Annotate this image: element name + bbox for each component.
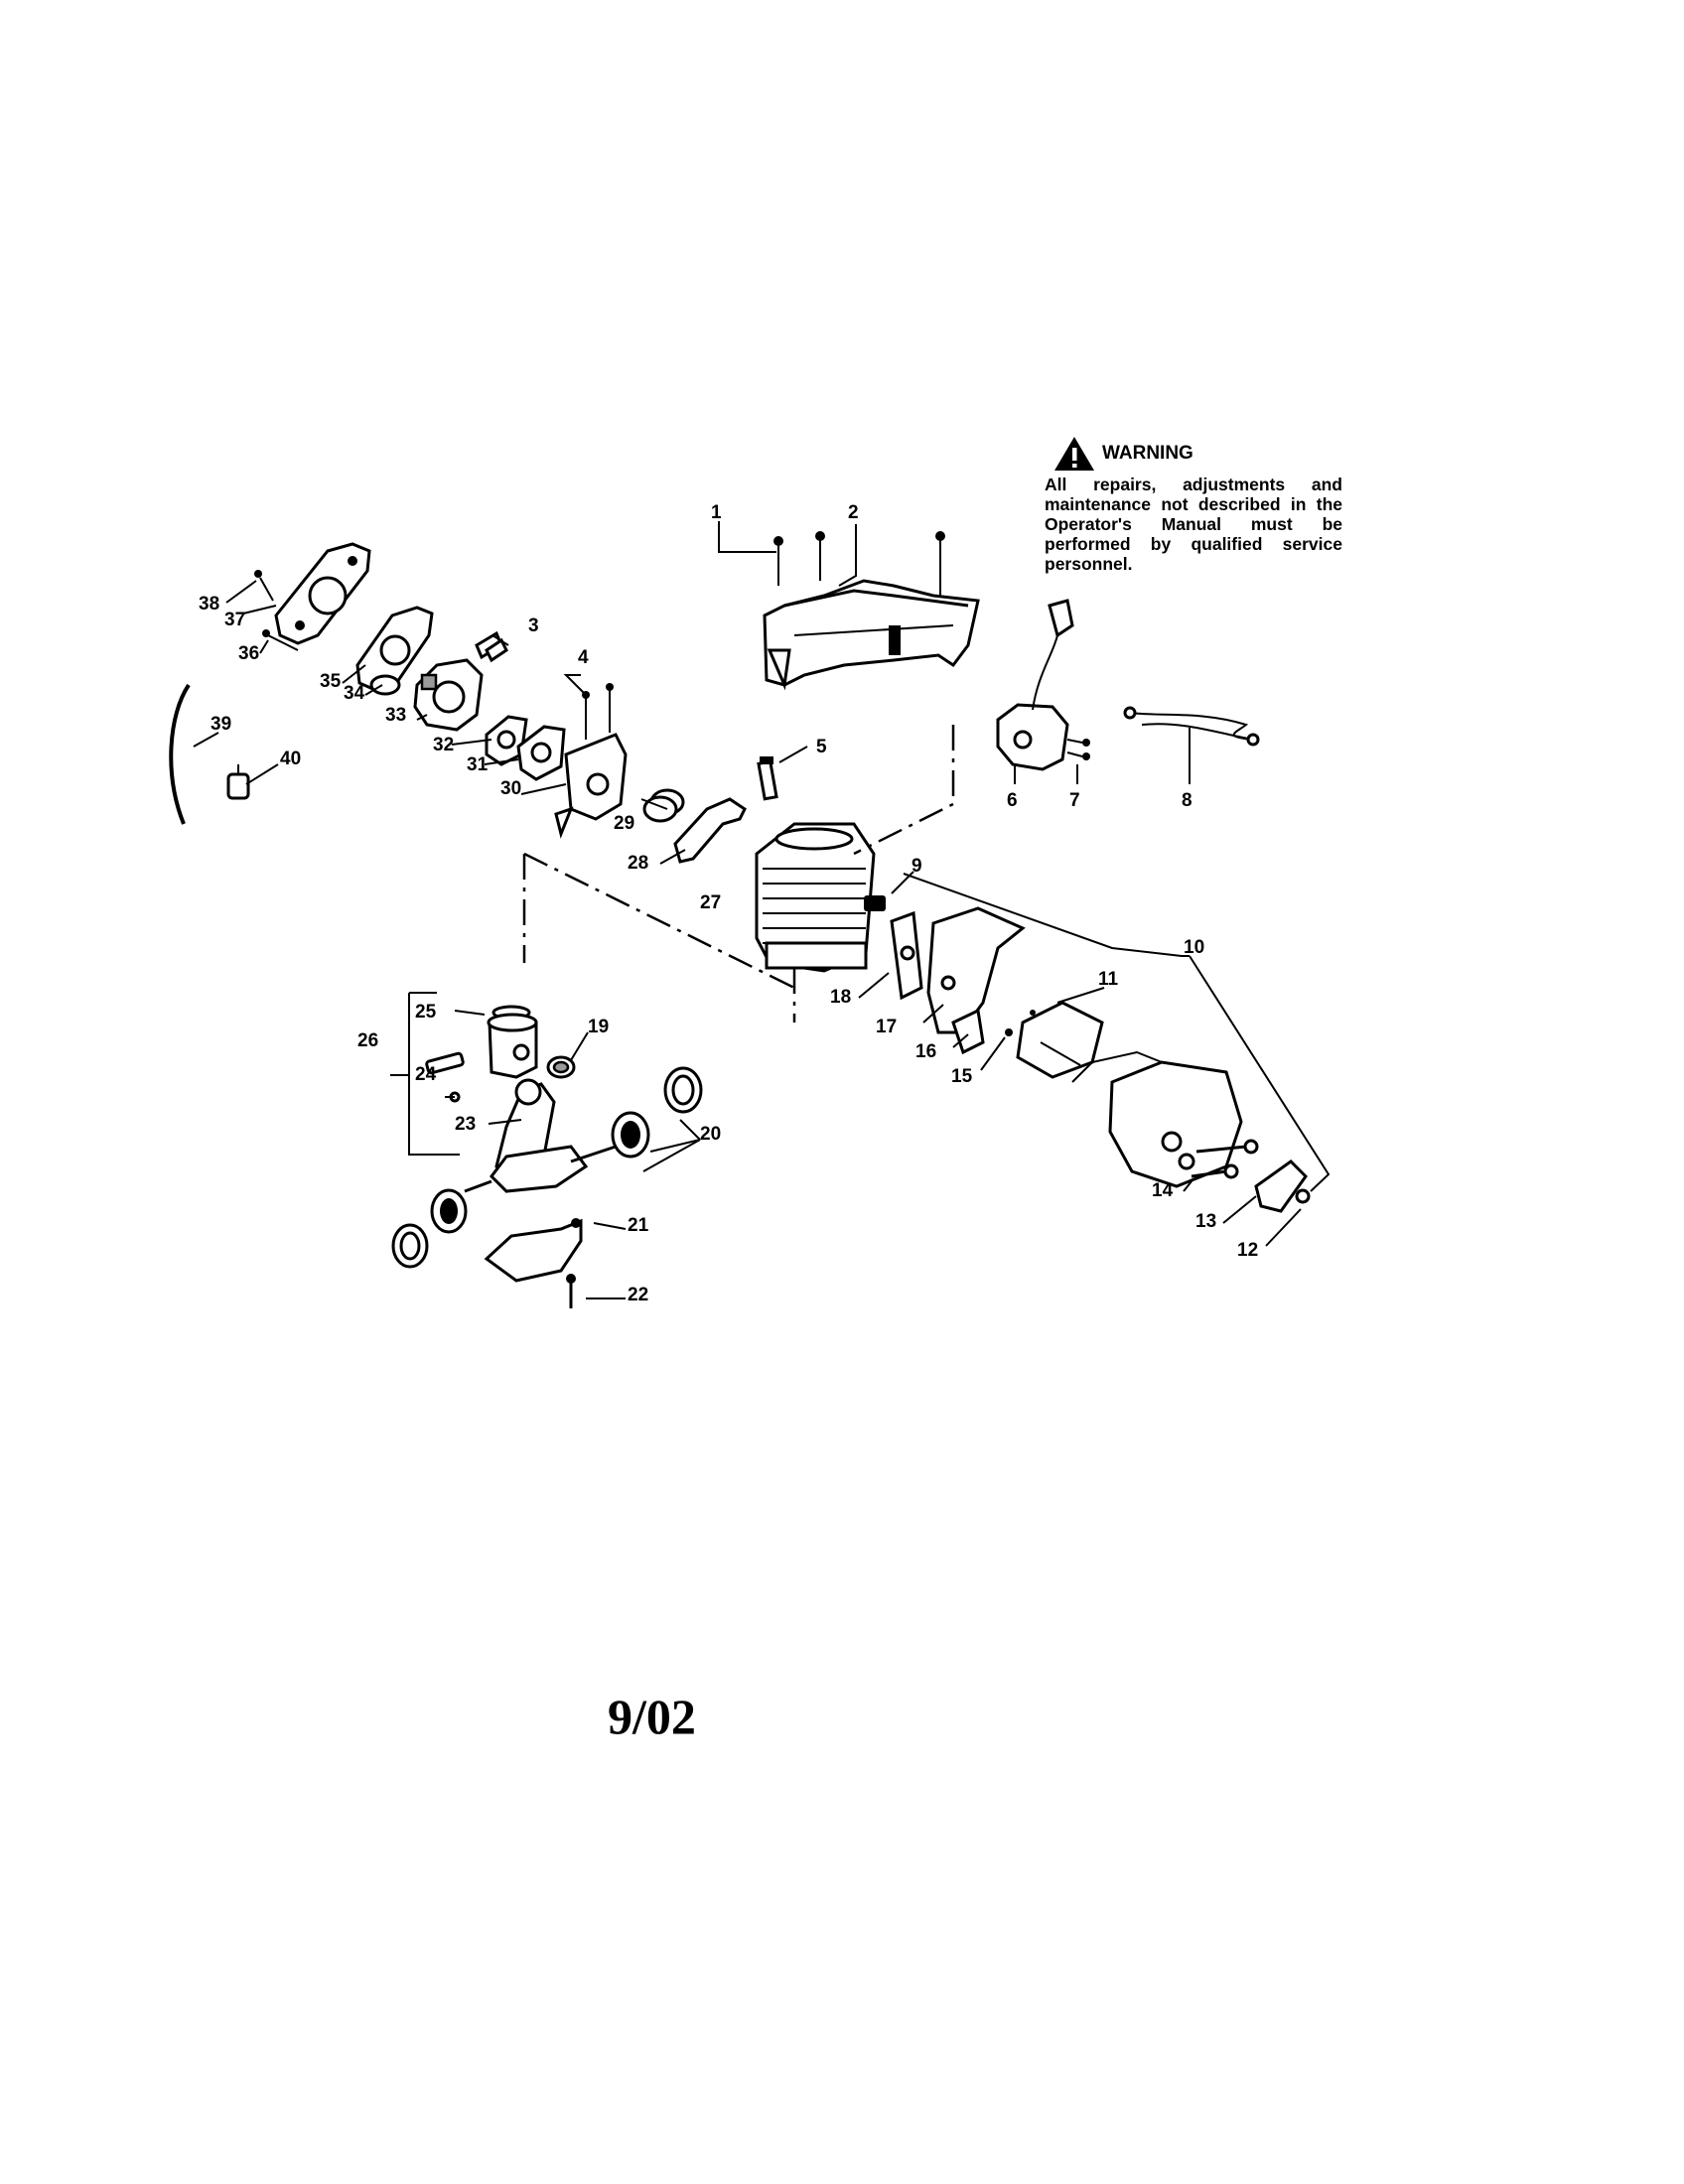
bearing-20b — [663, 1066, 703, 1114]
ignition-module — [996, 599, 1074, 771]
warning-notice: WARNING All repairs, adjustments and mai… — [1045, 437, 1342, 575]
part-label: 12 — [1237, 1240, 1258, 1261]
module-screws-7 — [1066, 739, 1090, 760]
choke-part-34 — [369, 674, 401, 696]
part-label: 23 — [455, 1114, 476, 1135]
part-label: 24 — [415, 1064, 437, 1085]
muffler-body — [1071, 1050, 1243, 1188]
part-label: 22 — [628, 1285, 648, 1305]
warning-title: WARNING — [1102, 443, 1193, 464]
part-label: 30 — [500, 778, 521, 799]
air-filter-cover — [274, 542, 371, 645]
part-label: 37 — [224, 610, 245, 630]
part-label: 7 — [1069, 790, 1080, 811]
part-label: 18 — [830, 987, 851, 1008]
part-9 — [864, 895, 886, 911]
piston — [487, 1013, 538, 1079]
revision-date: 9/02 — [608, 1689, 696, 1744]
spark-plug — [757, 756, 778, 801]
intake-boot-29 — [642, 788, 685, 823]
muffler-screws-14 — [1191, 1139, 1259, 1179]
part-label: 10 — [1184, 937, 1204, 958]
gasket-31 — [516, 725, 566, 781]
part-3 — [475, 630, 508, 663]
engine-cover — [763, 579, 980, 691]
part-label: 38 — [199, 594, 219, 614]
part-label: 6 — [1007, 790, 1018, 811]
part-label: 16 — [915, 1041, 936, 1062]
part-label: 14 — [1152, 1180, 1174, 1201]
part-labels: 1 2 3 4 5 6 7 8 9 10 11 12 13 14 15 16 1… — [199, 502, 1258, 1305]
fuel-filter-40 — [226, 764, 250, 800]
part-label: 35 — [320, 671, 342, 692]
warning-triangle-icon — [1054, 437, 1094, 471]
warning-icon-spacer — [1052, 437, 1092, 471]
part-label: 32 — [433, 735, 454, 755]
spark-screen-13 — [1254, 1160, 1308, 1213]
gasket-18 — [890, 910, 923, 1001]
fuel-line-39 — [169, 683, 191, 825]
part-label: 39 — [210, 714, 231, 735]
part-label: 31 — [467, 754, 489, 775]
cover-screws — [773, 531, 945, 596]
part-label: 34 — [344, 683, 365, 704]
ground-wire-8 — [1123, 706, 1260, 747]
screw-15 — [1005, 1028, 1013, 1036]
part-label: 9 — [912, 856, 922, 877]
part-label: 11 — [1098, 969, 1119, 990]
crankshaft — [464, 1078, 617, 1193]
part-label: 40 — [280, 749, 301, 769]
bearing-left-a — [430, 1188, 468, 1234]
alignment-lines — [522, 725, 955, 1023]
part-label: 33 — [385, 705, 406, 726]
nut-12 — [1295, 1188, 1311, 1204]
air-filter-screws — [254, 570, 299, 651]
bearing-20a — [611, 1111, 650, 1159]
part-label: 28 — [628, 853, 648, 874]
bracket-28 — [673, 797, 747, 864]
heat-shield-17 — [926, 906, 1026, 1034]
part-label: 25 — [415, 1002, 437, 1023]
part-label: 26 — [357, 1030, 378, 1051]
part-label: 15 — [951, 1066, 973, 1087]
part-label: 29 — [614, 813, 634, 834]
part-label: 36 — [238, 643, 259, 664]
part-label: 20 — [700, 1124, 721, 1145]
crankcase-21 — [484, 1218, 583, 1283]
screws-4 — [582, 683, 614, 740]
part-label: 4 — [578, 647, 589, 668]
part-label: 21 — [628, 1215, 649, 1236]
part-label: 8 — [1182, 790, 1193, 811]
part-label: 5 — [816, 737, 827, 757]
part-label: 2 — [848, 502, 859, 523]
part-label: 19 — [588, 1017, 609, 1037]
part-label: 17 — [876, 1017, 897, 1037]
carburetor — [413, 658, 484, 732]
part-label: 27 — [700, 892, 721, 913]
part-label: 13 — [1195, 1211, 1216, 1232]
warning-text: All repairs, adjustments and maintenance… — [1045, 475, 1342, 574]
part-label: 3 — [528, 615, 539, 636]
filter-gasket — [355, 606, 434, 692]
intake-manifold-30 — [554, 733, 628, 839]
leader-lines — [193, 521, 1331, 1299]
part-label: 1 — [711, 502, 722, 523]
bearing-left-b — [391, 1223, 429, 1269]
screw-22 — [566, 1274, 576, 1308]
needle-bearing-19 — [546, 1055, 576, 1079]
cylinder — [755, 822, 876, 973]
